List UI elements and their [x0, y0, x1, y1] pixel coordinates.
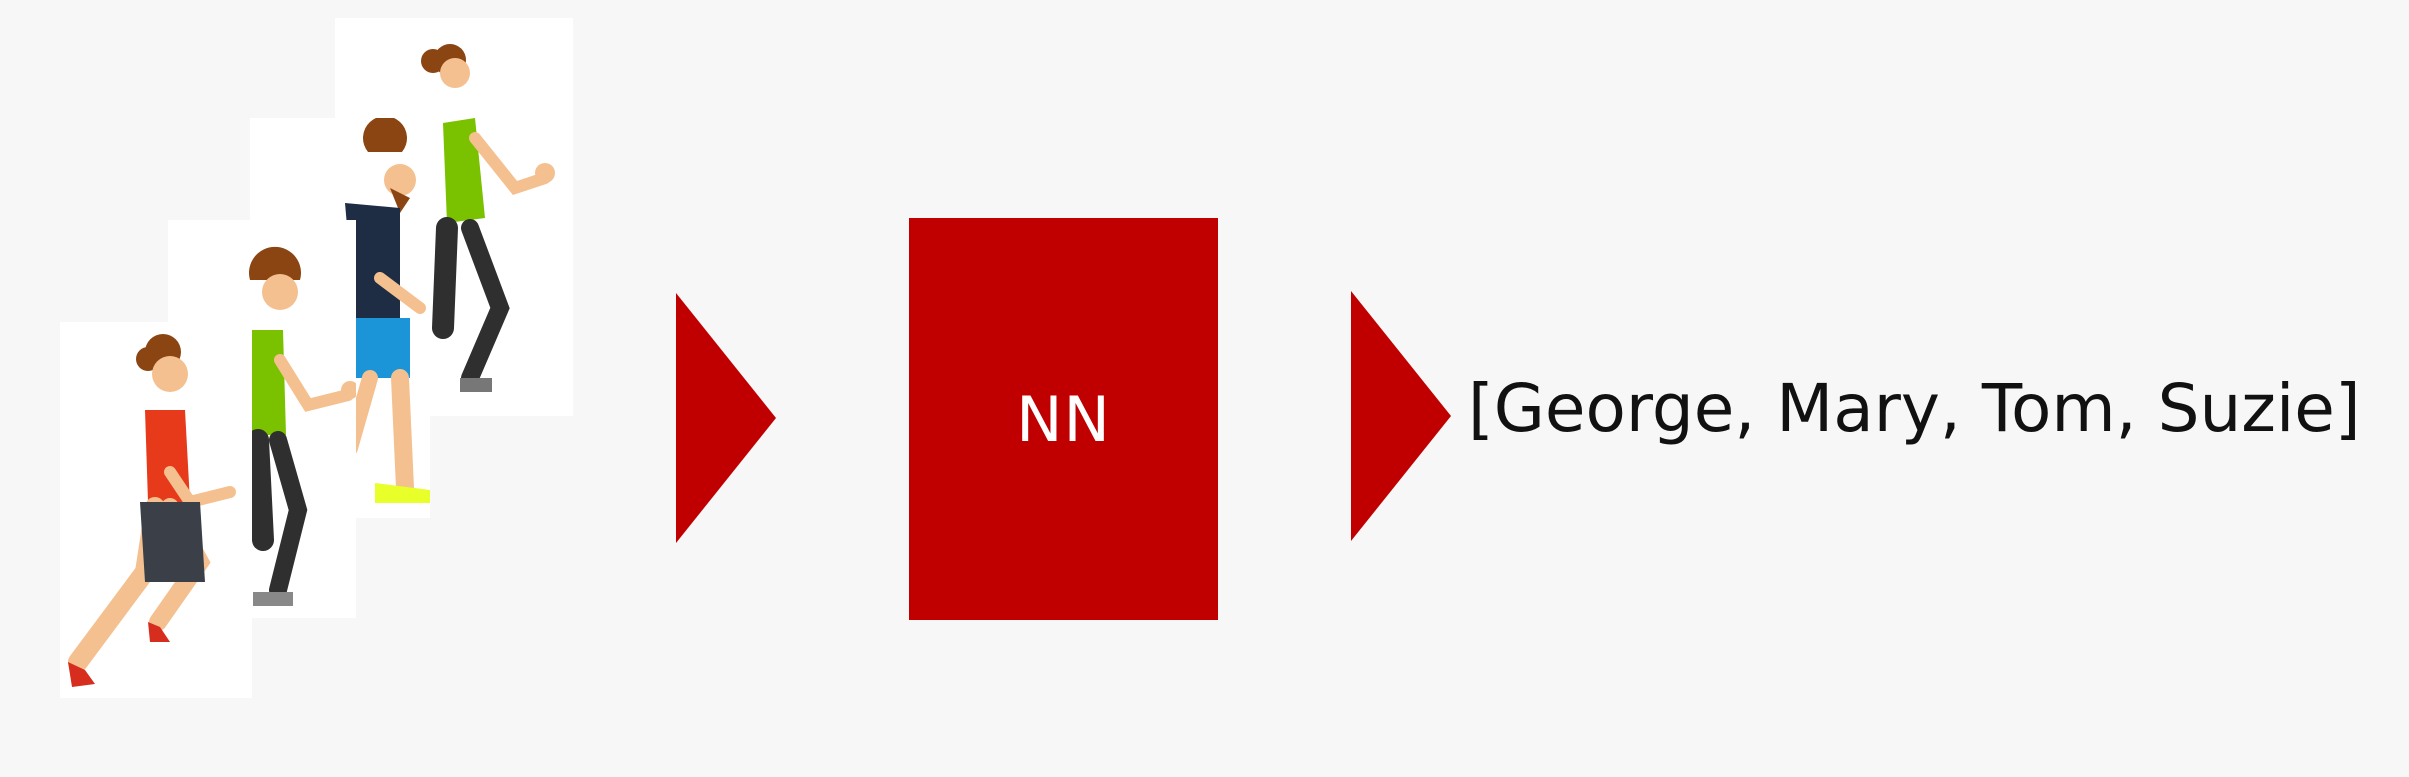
runner-woman-icon [421, 44, 555, 392]
arrow-right-icon [1351, 291, 1451, 541]
runner-boy-icon [247, 246, 356, 606]
arrow-right-icon [676, 293, 776, 543]
runner-man-bearded-icon [342, 118, 430, 503]
input-frame-1 [60, 322, 252, 698]
output-names: [George, Mary, Tom, Suzie] [1468, 370, 2361, 447]
nn-block: NN [909, 218, 1218, 620]
nn-label: NN [1016, 382, 1111, 456]
runner-woman-icon [68, 334, 236, 687]
